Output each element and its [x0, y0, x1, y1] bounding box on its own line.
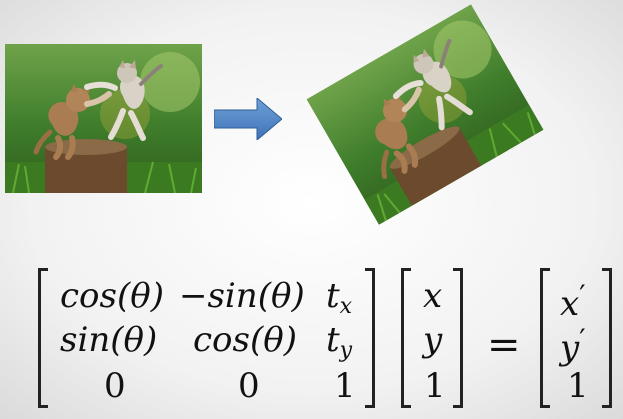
kittens-photo-image — [5, 44, 202, 193]
right-arrow-icon — [214, 98, 282, 140]
matrix-cell-cos-theta: cos(θ) — [60, 276, 164, 316]
output-vector-y-prime: y′ — [560, 323, 586, 368]
output-vector-x-prime: x′ — [560, 279, 586, 324]
input-vector-left-bracket — [401, 268, 411, 408]
matrix-cell-ty: ty — [326, 320, 353, 363]
input-vector-y: y — [423, 320, 443, 360]
equals-sign: = — [487, 322, 521, 368]
input-vector-one: 1 — [424, 366, 446, 406]
output-vector-left-bracket — [540, 268, 550, 408]
matrix-cell-zero-2: 0 — [238, 366, 260, 406]
output-vector-one: 1 — [567, 366, 589, 406]
output-vector: x′ y′ 1 — [540, 268, 612, 408]
rotated-photo — [306, 4, 544, 225]
matrix-cell-sin-theta: sin(θ) — [60, 320, 158, 360]
matrix-cell-neg-sin-theta: −sin(θ) — [179, 276, 305, 316]
input-vector-x: x — [423, 276, 443, 316]
rotated-kittens-photo-image — [306, 4, 544, 225]
original-photo — [5, 44, 202, 193]
output-vector-right-bracket — [602, 268, 612, 408]
matrix-right-bracket — [365, 268, 375, 408]
matrix-cell-cos-theta-2: cos(θ) — [193, 320, 297, 360]
matrix-left-bracket — [38, 268, 48, 408]
matrix-cell-one: 1 — [334, 366, 356, 406]
input-vector: x y 1 — [401, 268, 463, 408]
matrix-cell-zero-1: 0 — [104, 366, 126, 406]
rotation-equation: cos(θ) −sin(θ) tx sin(θ) cos(θ) ty 0 0 1… — [0, 258, 623, 419]
matrix-cell-tx: tx — [326, 276, 353, 319]
input-vector-right-bracket — [453, 268, 463, 408]
rotation-matrix: cos(θ) −sin(θ) tx sin(θ) cos(θ) ty 0 0 1 — [38, 268, 375, 408]
